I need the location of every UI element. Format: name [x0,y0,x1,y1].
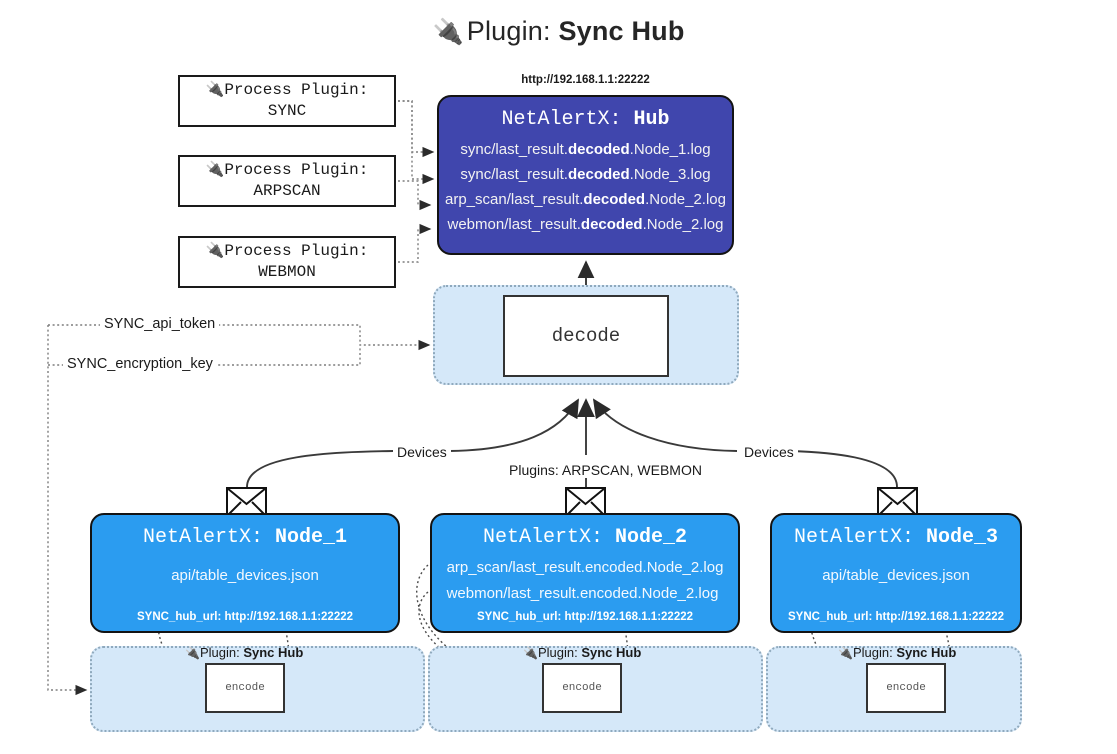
process-plugin-label: Process Plugin: [224,241,369,260]
edge-label-plugins: Plugins: ARPSCAN, WEBMON [505,462,706,478]
sync-encryption-key-label: SYNC_encryption_key [63,356,217,372]
hub-title: NetAlertX: Hub [501,108,669,131]
plug-icon: 🔌 [205,79,225,98]
node-title: NetAlertX: Node_1 [142,526,348,549]
node-hub-url: SYNC_hub_url: http://192.168.1.1:22222 [136,611,354,623]
node-hub-url: SYNC_hub_url: http://192.168.1.1:22222 [787,611,1005,623]
encode-group-label-2: 🔌Plugin: Sync Hub [523,645,642,660]
encode-box-2[interactable]: encode [542,663,622,713]
node-hub-url: SYNC_hub_url: http://192.168.1.1:22222 [476,611,694,623]
hub-url-label: http://192.168.1.1:22222 [521,74,650,86]
node-title: NetAlertX: Node_2 [482,526,688,549]
plug-icon: 🔌 [523,646,538,660]
hub-title-prefix: NetAlertX: [501,108,622,131]
hub-log-line: sync/last_result.decoded.Node_1.log [460,141,711,158]
page-title-prefix: Plugin: [466,16,551,46]
process-plugin-label: Process Plugin: [224,80,369,99]
edge-label-devices-right: Devices [740,444,798,460]
plug-icon: 🔌 [205,240,225,259]
page-title-name: Sync Hub [558,16,685,46]
plug-icon: 🔌 [432,18,464,46]
edge-label-devices-left: Devices [393,444,451,460]
plug-icon: 🔌 [185,646,200,660]
node-box-node-2[interactable]: NetAlertX: Node_2 arp_scan/last_result.e… [430,513,740,633]
process-plugin-box-sync[interactable]: 🔌Process Plugin: SYNC [178,75,396,127]
encode-box-3[interactable]: encode [866,663,946,713]
encode-group-label-1: 🔌Plugin: Sync Hub [185,645,304,660]
node-log-line: api/table_devices.json [822,567,970,584]
hub-log-line: arp_scan/last_result.decoded.Node_2.log [445,191,726,209]
process-plugin-box-webmon[interactable]: 🔌Process Plugin: WEBMON [178,236,396,288]
page-title: 🔌Plugin: Sync Hub [0,16,1117,47]
hub-title-name: Hub [633,108,670,131]
node-log-line: webmon/last_result.encoded.Node_2.log [446,585,719,603]
plug-icon: 🔌 [838,646,853,660]
node-box-node-1[interactable]: NetAlertX: Node_1 api/table_devices.json… [90,513,400,633]
process-plugin-name: SYNC [267,102,307,120]
encode-box-1[interactable]: encode [205,663,285,713]
decode-box[interactable]: decode [503,295,669,377]
hub-log-line: sync/last_result.decoded.Node_3.log [460,166,711,184]
process-plugin-label: Process Plugin: [224,160,369,179]
encode-group-label-3: 🔌Plugin: Sync Hub [838,645,957,660]
node-box-node-3[interactable]: NetAlertX: Node_3 api/table_devices.json… [770,513,1022,633]
sync-api-token-label: SYNC_api_token [100,316,220,332]
plug-icon: 🔌 [205,159,225,178]
process-plugin-name: WEBMON [258,263,316,281]
node-log-line: arp_scan/last_result.encoded.Node_2.log [446,559,724,576]
hub-node-box[interactable]: NetAlertX: Hub sync/last_result.decoded.… [437,95,734,255]
process-plugin-name: ARPSCAN [253,182,321,200]
node-log-line: api/table_devices.json [171,567,319,584]
process-plugin-box-arpscan[interactable]: 🔌Process Plugin: ARPSCAN [178,155,396,207]
node-title: NetAlertX: Node_3 [793,526,999,549]
hub-log-line: webmon/last_result.decoded.Node_2.log [447,216,724,234]
